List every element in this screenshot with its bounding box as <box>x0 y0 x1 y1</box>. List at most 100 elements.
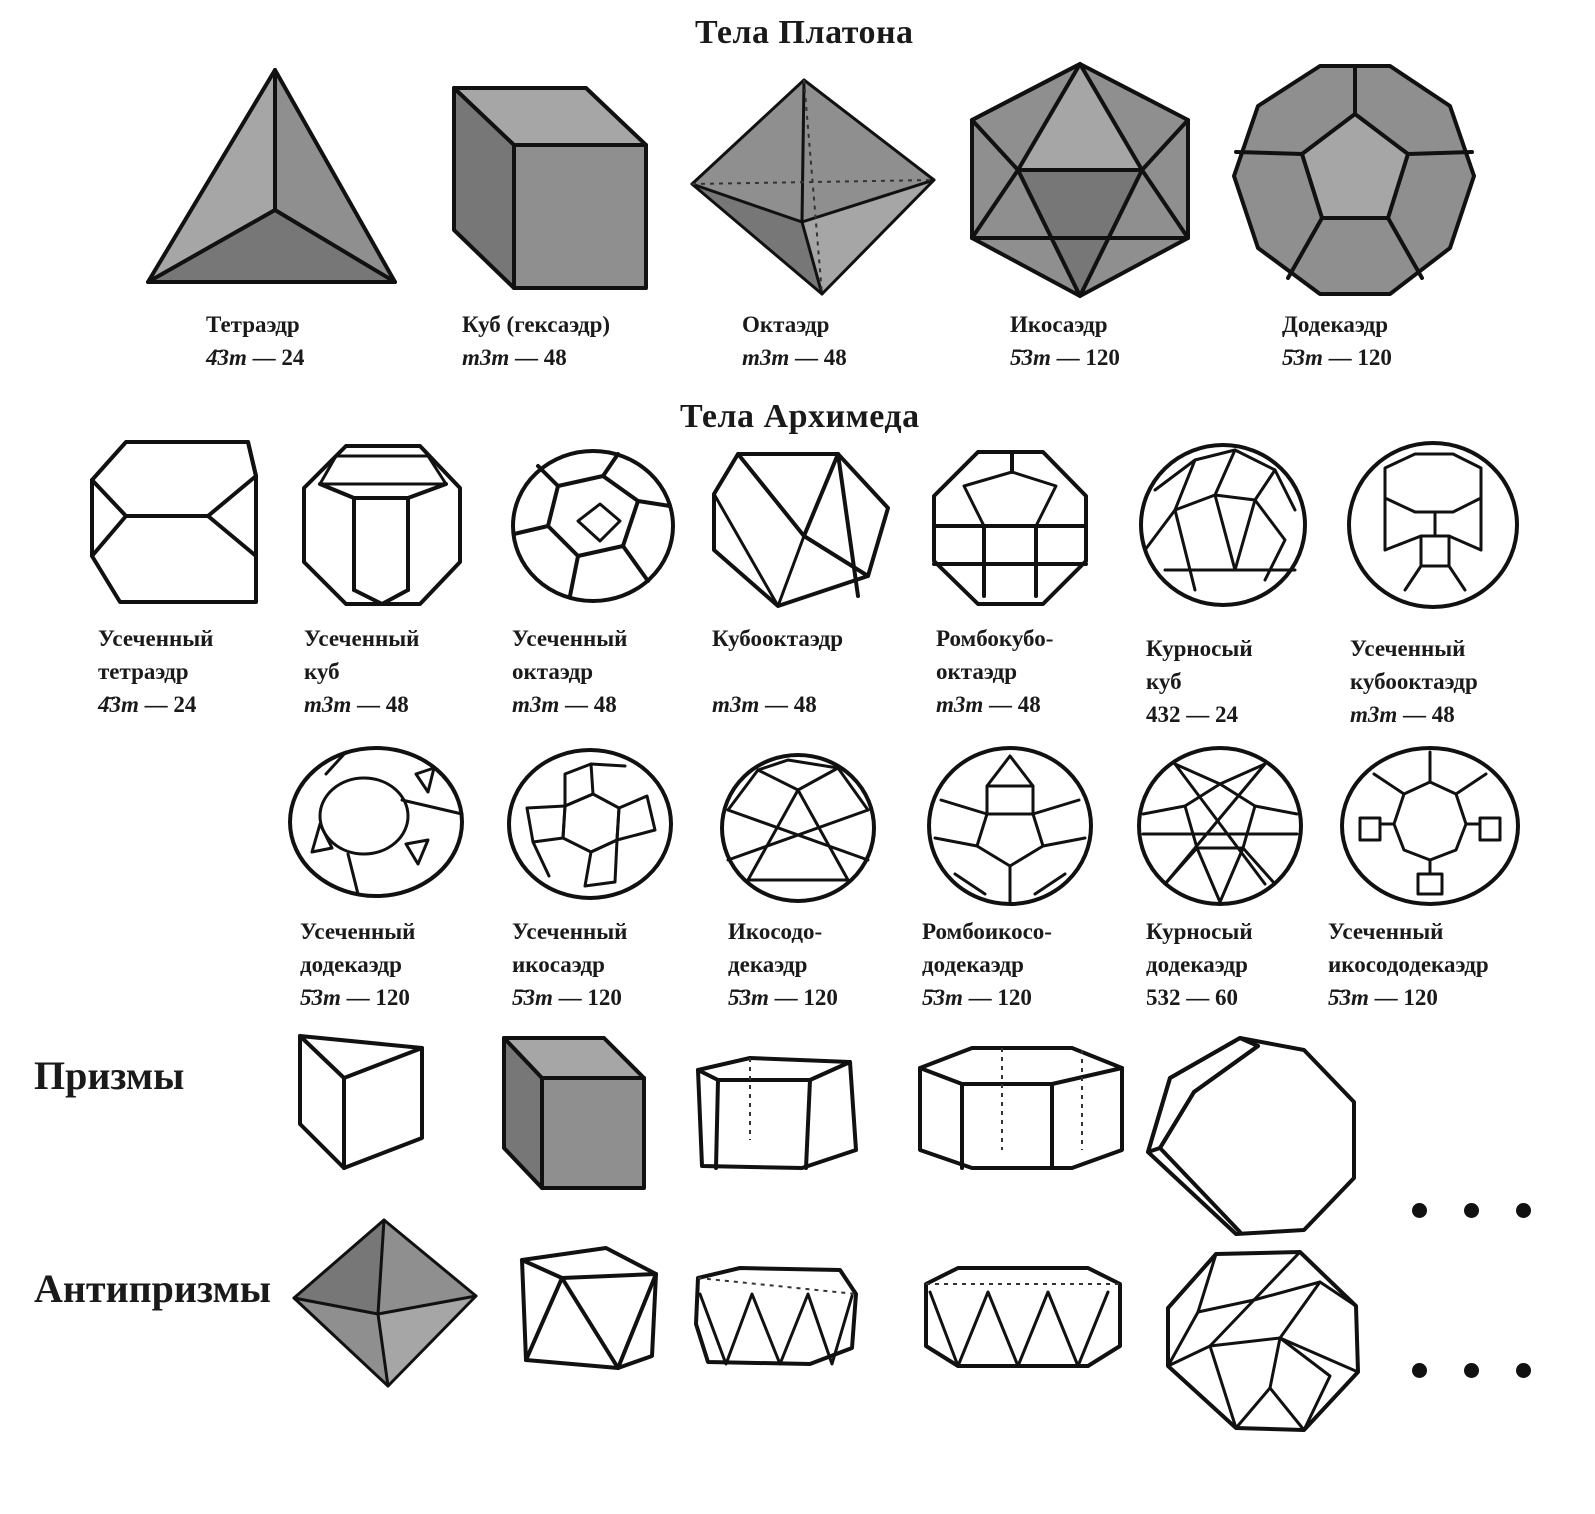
solid-name-line1: Ромбокубо- <box>936 622 1053 655</box>
group-order: 48 <box>594 692 617 717</box>
solid-name-line1: Усеченный <box>1328 915 1489 948</box>
dash: — <box>145 692 168 717</box>
dash: — <box>357 692 380 717</box>
archimedean-title: Тела Архимеда <box>680 398 920 436</box>
group-order: 48 <box>824 345 847 370</box>
solid-name-line2: додекаэдр <box>300 948 415 981</box>
solid-name-line2: кубооктаэдр <box>1350 665 1478 698</box>
symmetry-class: 5̄3m <box>1328 985 1369 1010</box>
caption-snub-cube: Курносый куб 432 — 24 <box>1146 632 1253 731</box>
solid-name-line2: икосододекаэдр <box>1328 948 1489 981</box>
snub-cube-figure <box>1135 440 1310 610</box>
symmetry-class: m3m <box>742 345 789 370</box>
dash: — <box>515 345 538 370</box>
caption-icosidodecahedron: Икосодо- декаэдр 5̄3m — 120 <box>728 915 838 1014</box>
symmetry-class: 432 <box>1146 702 1181 727</box>
square-prism-figure <box>496 1030 651 1195</box>
group-order: 48 <box>1018 692 1041 717</box>
dash: — <box>795 345 818 370</box>
solid-name-line1: Усеченный <box>512 915 627 948</box>
group-order: 48 <box>794 692 817 717</box>
group-order: 120 <box>803 985 838 1010</box>
solid-name-line1: Усеченный <box>512 622 627 655</box>
solid-name-line2: куб <box>304 655 419 688</box>
dash: — <box>1186 985 1209 1010</box>
dash: — <box>775 985 798 1010</box>
solid-name: Тетраэдр <box>206 308 304 341</box>
heptagonal-antiprism-figure <box>1160 1246 1370 1436</box>
symmetry-class: 4̄3m <box>206 345 247 370</box>
solid-name-line2: додекаэдр <box>1146 948 1253 981</box>
caption-truncated-cuboctahedron: Усеченный кубооктаэдр m3m — 48 <box>1350 632 1478 731</box>
solid-name-line1: Ромбоикосо- <box>922 915 1052 948</box>
triangular-antiprism-figure <box>288 1214 483 1394</box>
solid-name: Икосаэдр <box>1010 308 1120 341</box>
group-order: 48 <box>386 692 409 717</box>
caption-tetrahedron: Тетраэдр 4̄3m — 24 <box>206 308 304 374</box>
solid-name: Октаэдр <box>742 308 847 341</box>
caption-truncated-icosidodecahedron: Усеченный икосододекаэдр 5̄3m — 120 <box>1328 915 1489 1014</box>
group-order: 48 <box>544 345 567 370</box>
caption-rhombicuboctahedron: Ромбокубо- октаэдр m3m — 48 <box>936 622 1053 721</box>
pentagonal-prism-figure <box>690 1050 862 1175</box>
caption-octahedron: Октаэдр m3m — 48 <box>742 308 847 374</box>
caption-truncated-cube: Усеченный куб m3m — 48 <box>304 622 419 721</box>
solid-name-line1: Курносый <box>1146 915 1253 948</box>
symmetry-class: m3m <box>712 692 759 717</box>
group-order: 120 <box>1357 345 1392 370</box>
pentagonal-antiprism-figure <box>690 1264 862 1372</box>
platonic-title: Тела Платона <box>695 14 914 52</box>
octahedron-figure <box>684 72 944 302</box>
symmetry-class: m3m <box>512 692 559 717</box>
group-order: 120 <box>1403 985 1438 1010</box>
caption-cube: Куб (гексаэдр) m3m — 48 <box>462 308 610 374</box>
icosidodecahedron-figure <box>718 750 878 905</box>
caption-snub-dodecahedron: Курносый додекаэдр 532 — 60 <box>1146 915 1253 1014</box>
antiprisms-label: Антипризмы <box>34 1265 271 1312</box>
symmetry-class: 5̄3m <box>728 985 769 1010</box>
solid-name-line2: декаэдр <box>728 948 838 981</box>
dash: — <box>565 692 588 717</box>
group-order: 120 <box>1085 345 1120 370</box>
truncated-tetrahedron-figure <box>88 436 263 611</box>
symmetry-class: m3m <box>304 692 351 717</box>
solid-name-line2: икосаэдр <box>512 948 627 981</box>
group-order: 120 <box>375 985 410 1010</box>
dash: — <box>1375 985 1398 1010</box>
tetrahedron-figure <box>140 60 410 295</box>
truncated-icosahedron-figure <box>505 746 675 901</box>
cuboctahedron-figure <box>708 446 893 611</box>
caption-truncated-tetrahedron: Усеченный тетраэдр 4̄3m — 24 <box>98 622 213 721</box>
group-order: 120 <box>587 985 622 1010</box>
symmetry-class: 5̄3m <box>1010 345 1051 370</box>
prisms-label: Призмы <box>34 1052 184 1099</box>
solid-name-line2: октаэдр <box>512 655 627 688</box>
solid-name-line1: Кубооктаэдр <box>712 622 843 655</box>
dash: — <box>1057 345 1080 370</box>
caption-truncated-icosahedron: Усеченный икосаэдр 5̄3m — 120 <box>512 915 627 1014</box>
square-antiprism-figure <box>514 1244 664 1374</box>
rhombicuboctahedron-figure <box>928 446 1093 611</box>
truncated-cuboctahedron-figure <box>1345 440 1520 610</box>
icosahedron-figure <box>962 58 1197 303</box>
continuation-dots-antiprisms <box>1412 1363 1568 1383</box>
caption-icosahedron: Икосаэдр 5̄3m — 120 <box>1010 308 1120 374</box>
group-order: 60 <box>1215 985 1238 1010</box>
symmetry-class: 5̄3m <box>512 985 553 1010</box>
dash: — <box>989 692 1012 717</box>
symmetry-class: 4̄3m <box>98 692 139 717</box>
solid-name-line2: куб <box>1146 665 1253 698</box>
dodecahedron-figure <box>1228 58 1478 303</box>
dash: — <box>1329 345 1352 370</box>
symmetry-class: 5̄3m <box>300 985 341 1010</box>
caption-dodecahedron: Додекаэдр 5̄3m — 120 <box>1282 308 1392 374</box>
dash: — <box>969 985 992 1010</box>
solid-name: Куб (гексаэдр) <box>462 308 610 341</box>
hexagonal-prism-figure <box>912 1040 1127 1175</box>
truncated-octahedron-figure <box>508 446 678 606</box>
group-order: 48 <box>1432 702 1455 727</box>
caption-rhombicosidodecahedron: Ромбоикосо- додекаэдр 5̄3m — 120 <box>922 915 1052 1014</box>
solid-name-line1: Усеченный <box>300 915 415 948</box>
cube-figure <box>446 80 656 295</box>
group-order: 24 <box>281 345 304 370</box>
